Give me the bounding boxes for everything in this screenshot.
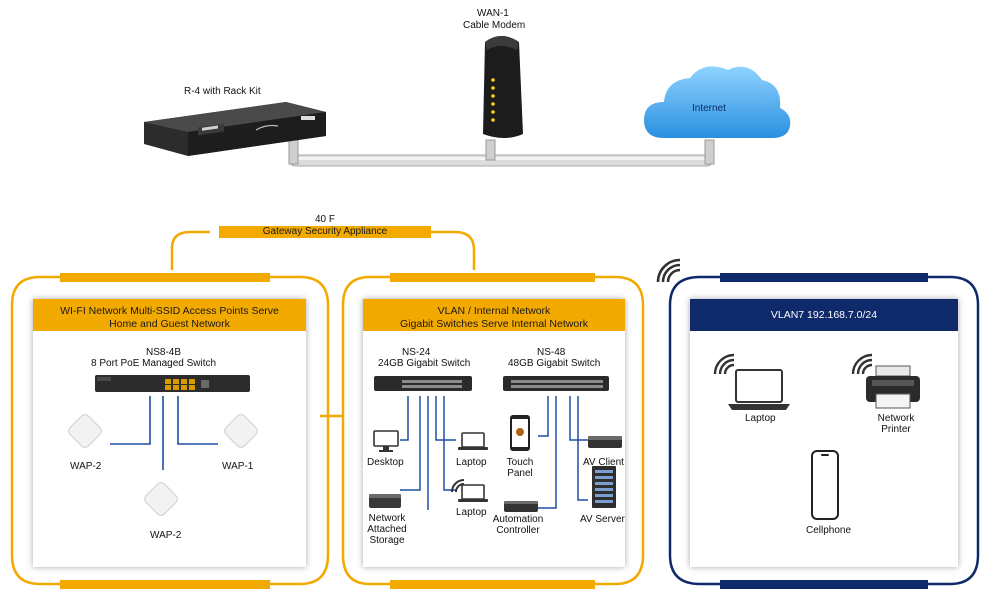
ns48-switch-icon: [503, 376, 609, 391]
wan-subtitle: Cable Modem: [463, 20, 526, 31]
touch-panel-icon: [510, 415, 530, 451]
cellphone-label: Cellphone: [806, 525, 852, 536]
printer-icon: [866, 365, 920, 409]
wifi-panel-header: WI-FI Network Multi-SSID Access Points S…: [33, 299, 306, 331]
wifi-top-bar: [60, 273, 270, 282]
access-point-left-icon: [68, 414, 102, 448]
vlan7-laptop-wifi-icon: [713, 353, 735, 375]
cable-modem-icon: [483, 36, 523, 138]
laptop1-label: Laptop: [456, 457, 487, 468]
av-server-icon: [592, 466, 616, 508]
ns24-model: NS-24: [402, 347, 431, 358]
wan-name: WAN-1: [477, 8, 509, 19]
ns8-desc: 8 Port PoE Managed Switch: [91, 358, 217, 369]
vlan-header-line1: VLAN / Internal Network: [437, 305, 551, 317]
automation-controller-icon: [504, 501, 538, 512]
router-device-icon: [144, 102, 326, 156]
ap-right-label: WAP-1: [222, 461, 254, 472]
wifi-bottom-bar: [60, 580, 270, 589]
vlan-top-bar: [390, 273, 595, 282]
gateway-label: Gateway Security Appliance: [219, 226, 431, 238]
touch-panel-label: Touch Panel: [506, 457, 534, 479]
access-point-bottom-icon: [144, 482, 178, 516]
av-server-label: AV Server: [580, 514, 625, 525]
access-point-right-icon: [224, 414, 258, 448]
ns48-desc: 48GB Gigabit Switch: [508, 358, 601, 369]
internet-cloud-icon: [644, 66, 791, 138]
laptop-icon-1: [458, 432, 488, 450]
gateway-model: 40 F: [315, 214, 336, 225]
vlan7-bottom-bar: [720, 580, 928, 589]
internet-label: Internet: [692, 103, 726, 114]
printer-wifi-icon: [851, 353, 873, 375]
nas-label: Network Attached Storage: [367, 513, 407, 546]
vlan-panel-header: VLAN / Internal Network Gigabit Switches…: [363, 299, 625, 331]
automation-label: Automation Controller: [492, 514, 544, 536]
vlan7-top-bar: [720, 273, 928, 282]
poe-switch-icon: [95, 375, 250, 392]
wan-backbone: [288, 139, 715, 167]
printer-label: Network Printer: [877, 413, 915, 435]
ap-left-label: WAP-2: [70, 461, 102, 472]
vlan-bottom-bar: [390, 580, 595, 589]
laptop-icon-2: [458, 484, 488, 502]
wifi-signal-icon-laptop2: [451, 479, 465, 493]
ns8-model: NS8-4B: [146, 347, 182, 358]
desktop-label: Desktop: [367, 457, 404, 468]
cellphone-icon: [811, 450, 839, 520]
desktop-icon: [373, 430, 399, 452]
router-label: R-4 with Rack Kit: [184, 86, 261, 97]
laptop2-label: Laptop: [456, 507, 487, 518]
ns24-switch-icon: [374, 376, 472, 391]
vlan-panel: [363, 299, 625, 567]
ns24-desc: 24GB Gigabit Switch: [378, 358, 471, 369]
vlan7-wifi-signal-icon: [656, 258, 681, 283]
nas-icon: [369, 494, 401, 508]
vlan7-laptop-icon: [728, 369, 790, 410]
vlan-header-line2: Gigabit Switches Serve Internal Network: [400, 318, 588, 330]
vlan7-laptop-label: Laptop: [745, 413, 776, 424]
vlan7-panel: [690, 299, 958, 567]
av-client-icon: [588, 436, 622, 448]
ns48-model: NS-48: [537, 347, 566, 358]
av-client-label: AV Client: [583, 457, 624, 468]
vlan7-panel-header: VLAN7 192.168.7.0/24: [690, 299, 958, 331]
ap-bottom-label: WAP-2: [150, 530, 182, 541]
